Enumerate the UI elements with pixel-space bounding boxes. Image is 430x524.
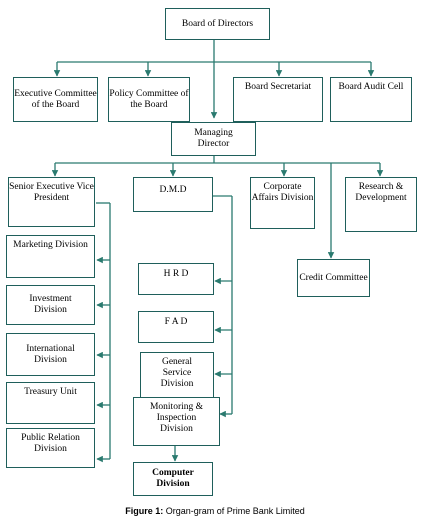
executive-committee-label: Executive Committee of the Board [14,88,97,110]
monitoring-inspection-division-box: Monitoring & Inspection Division [133,397,220,446]
policy-committee-label: Policy Committee of the Board [109,88,189,110]
policy-committee-box: Policy Committee of the Board [108,77,190,122]
board-secretariat-label: Board Secretariat [244,82,312,92]
figure-caption-label: Figure 1: [125,506,164,516]
managing-director-box: Managing Director [171,122,256,156]
marketing-division-label: Marketing Division [13,240,88,250]
figure-caption: Figure 1: Organ-gram of Prime Bank Limit… [0,506,430,516]
research-development-box: Research & Development [345,177,417,232]
public-relation-division-label: Public Relation Division [21,433,80,454]
general-service-division-box: General Service Division [140,352,214,400]
investment-division-box: Investment Division [6,285,95,325]
hrd-box: H R D [138,263,214,295]
board-of-directors-label: Board of Directors [181,18,254,29]
board-secretariat-box: Board Secretariat [233,77,323,122]
credit-committee-label: Credit Committee [299,272,368,283]
computer-division-box: Computer Division [133,462,213,496]
research-development-label: Research & Development [355,182,407,203]
corporate-affairs-label: Corporate Affairs Division [251,182,314,203]
marketing-division-box: Marketing Division [6,235,95,278]
sevp-box: Senior Executive Vice President [8,177,95,227]
dmd-label: D.M.D [159,185,187,195]
credit-committee-box: Credit Committee [297,259,370,297]
corporate-affairs-box: Corporate Affairs Division [250,177,315,229]
board-audit-cell-label: Board Audit Cell [338,82,404,92]
board-audit-cell-box: Board Audit Cell [330,77,412,122]
treasury-unit-box: Treasury Unit [6,382,95,424]
hrd-label: H R D [163,269,189,279]
monitoring-inspection-division-label: Monitoring & Inspection Division [149,402,204,434]
treasury-unit-label: Treasury Unit [24,387,77,397]
computer-division-label: Computer Division [152,468,194,489]
general-service-division-label: General Service Division [160,357,194,389]
sevp-label: Senior Executive Vice President [9,182,94,203]
fad-label: F A D [164,317,188,327]
public-relation-division-box: Public Relation Division [6,428,95,468]
fad-box: F A D [138,311,214,343]
executive-committee-box: Executive Committee of the Board [13,77,98,122]
international-division-label: International Division [26,343,75,365]
investment-division-label: Investment Division [29,294,72,315]
figure-caption-text: Organ-gram of Prime Bank Limited [165,506,305,516]
managing-director-label: Managing Director [194,128,233,149]
international-division-box: International Division [6,333,95,376]
dmd-box: D.M.D [133,177,213,212]
board-of-directors-box: Board of Directors [165,8,270,40]
